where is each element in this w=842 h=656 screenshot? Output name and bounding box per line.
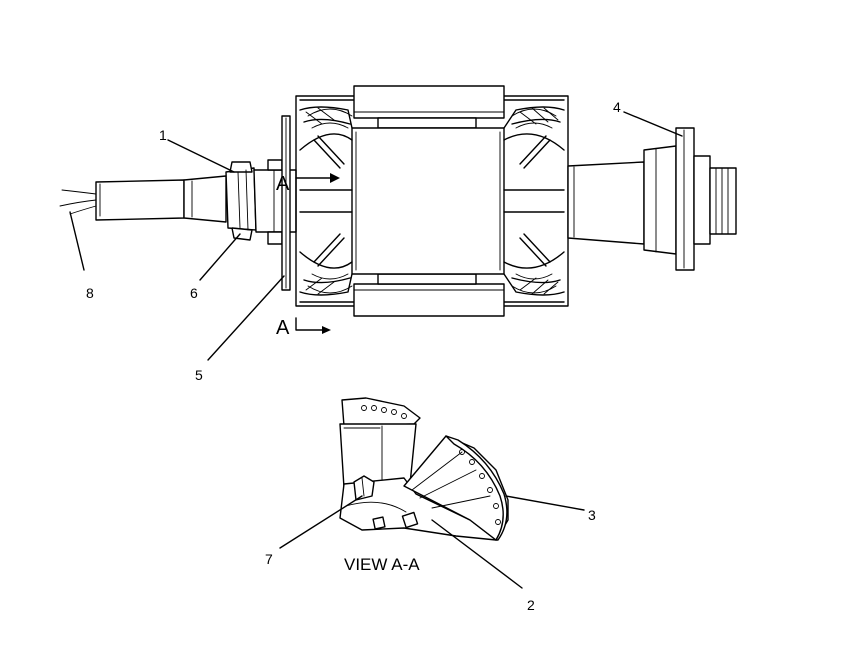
callout-3: 3 bbox=[588, 507, 596, 523]
leader-4 bbox=[623, 111, 683, 137]
callout-1: 1 bbox=[159, 127, 167, 143]
callout-labels: 1 2 3 4 5 6 7 8 bbox=[86, 99, 621, 613]
callout-8: 8 bbox=[86, 285, 94, 301]
baffle-plate bbox=[281, 115, 291, 291]
callout-4: 4 bbox=[613, 99, 621, 115]
leader-3 bbox=[505, 495, 585, 511]
rotor-field bbox=[295, 85, 569, 317]
view-a-a-detail: VIEW A-A bbox=[339, 397, 509, 574]
bearing-flange bbox=[643, 127, 737, 271]
leader-1 bbox=[167, 139, 235, 173]
callout-6: 6 bbox=[190, 285, 198, 301]
callout-2: 2 bbox=[527, 597, 535, 613]
lead-wires bbox=[59, 189, 97, 215]
section-marker-top: A bbox=[276, 173, 340, 195]
section-marker-bottom: A bbox=[276, 317, 331, 339]
retaining-nut bbox=[225, 161, 257, 241]
leader-2 bbox=[431, 519, 523, 589]
callout-7: 7 bbox=[265, 551, 273, 567]
leader-5 bbox=[207, 275, 285, 361]
rotor-assembly: A A bbox=[59, 85, 737, 339]
right-shaft bbox=[567, 161, 645, 245]
callout-leaders bbox=[69, 111, 683, 589]
left-shaft bbox=[95, 175, 227, 223]
leader-8 bbox=[69, 211, 85, 271]
callout-5: 5 bbox=[195, 367, 203, 383]
leader-6 bbox=[199, 233, 241, 281]
view-label: VIEW A-A bbox=[344, 555, 420, 574]
section-letter-top: A bbox=[276, 173, 290, 195]
leader-7 bbox=[279, 495, 363, 549]
section-letter-bottom: A bbox=[276, 317, 290, 339]
